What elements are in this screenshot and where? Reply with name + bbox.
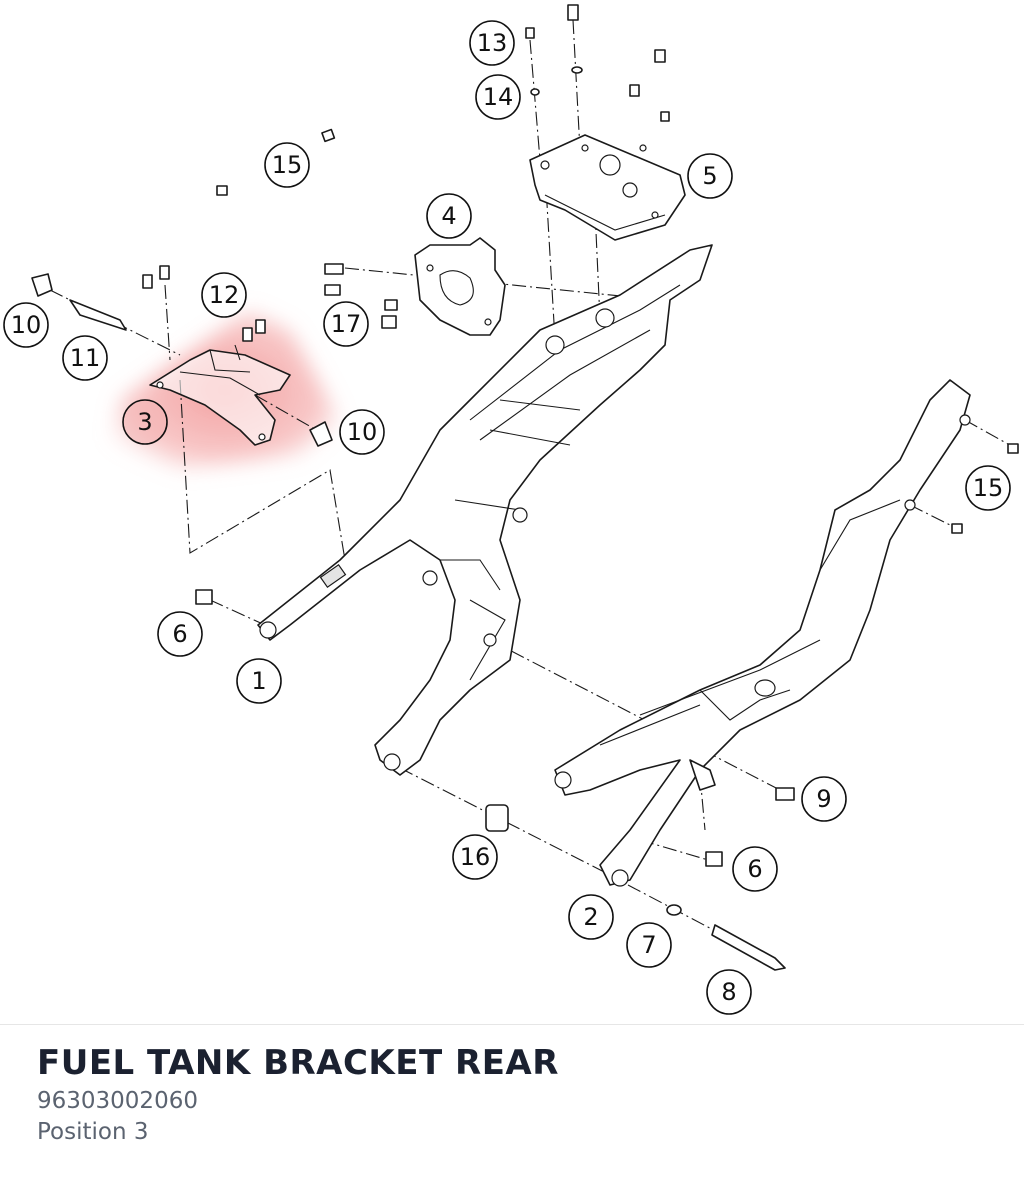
- callout-3: 3: [122, 399, 168, 445]
- svg-text:4: 4: [441, 202, 456, 230]
- plate-part-4: [414, 237, 506, 336]
- part-position: Position 3: [37, 1119, 149, 1145]
- callout-5: 5: [687, 153, 733, 199]
- fuel-tank-bracket-part-3: [149, 344, 291, 446]
- callout-17: 17: [323, 301, 369, 347]
- svg-text:5: 5: [702, 162, 717, 190]
- callouts: 13 14 15 5 4 12 10 11 17 3 10 15 6 1 9 1…: [3, 20, 1011, 1015]
- svg-text:16: 16: [460, 843, 491, 871]
- part-title: FUEL TANK BRACKET REAR: [37, 1043, 559, 1083]
- callout-6: 6: [157, 611, 203, 657]
- callout-11: 11: [62, 335, 108, 381]
- svg-text:17: 17: [331, 310, 362, 338]
- hardware: [31, 4, 1019, 971]
- callout-12: 12: [201, 272, 247, 318]
- svg-text:11: 11: [70, 344, 101, 372]
- callout-16: 16: [452, 834, 498, 880]
- svg-text:1: 1: [251, 667, 266, 695]
- svg-text:10: 10: [11, 311, 42, 339]
- callout-13: 13: [469, 20, 515, 66]
- callout-9: 9: [801, 776, 847, 822]
- divider: [0, 1024, 1024, 1025]
- callout-8: 8: [706, 969, 752, 1015]
- svg-text:7: 7: [641, 931, 656, 959]
- svg-text:12: 12: [209, 281, 240, 309]
- svg-text:9: 9: [816, 785, 831, 813]
- callout-6b: 6: [732, 846, 778, 892]
- svg-text:15: 15: [973, 474, 1004, 502]
- svg-text:13: 13: [477, 29, 508, 57]
- svg-text:14: 14: [483, 83, 514, 111]
- main-frame-part-1: [257, 244, 713, 776]
- svg-text:6: 6: [747, 855, 762, 883]
- callout-7: 7: [626, 922, 672, 968]
- callout-10: 10: [3, 302, 49, 348]
- part-info: FUEL TANK BRACKET REAR 96303002060 Posit…: [37, 1040, 997, 1148]
- callout-10b: 10: [339, 409, 385, 455]
- svg-text:8: 8: [721, 978, 736, 1006]
- svg-text:10: 10: [347, 418, 378, 446]
- callout-1: 1: [236, 658, 282, 704]
- svg-text:3: 3: [137, 408, 152, 436]
- callout-14: 14: [475, 74, 521, 120]
- callout-4: 4: [426, 193, 472, 239]
- plate-part-5: [529, 134, 686, 241]
- callout-15: 15: [264, 142, 310, 188]
- part-number: 96303002060: [37, 1088, 198, 1114]
- svg-text:15: 15: [272, 151, 303, 179]
- svg-text:2: 2: [583, 903, 598, 931]
- svg-text:6: 6: [172, 620, 187, 648]
- exploded-parts-diagram: 13 14 15 5 4 12 10 11 17 3 10 15 6 1 9 1…: [3, 4, 1019, 1015]
- callout-2: 2: [568, 894, 614, 940]
- callout-15b: 15: [965, 465, 1011, 511]
- rear-subframe-part-2: [554, 379, 971, 887]
